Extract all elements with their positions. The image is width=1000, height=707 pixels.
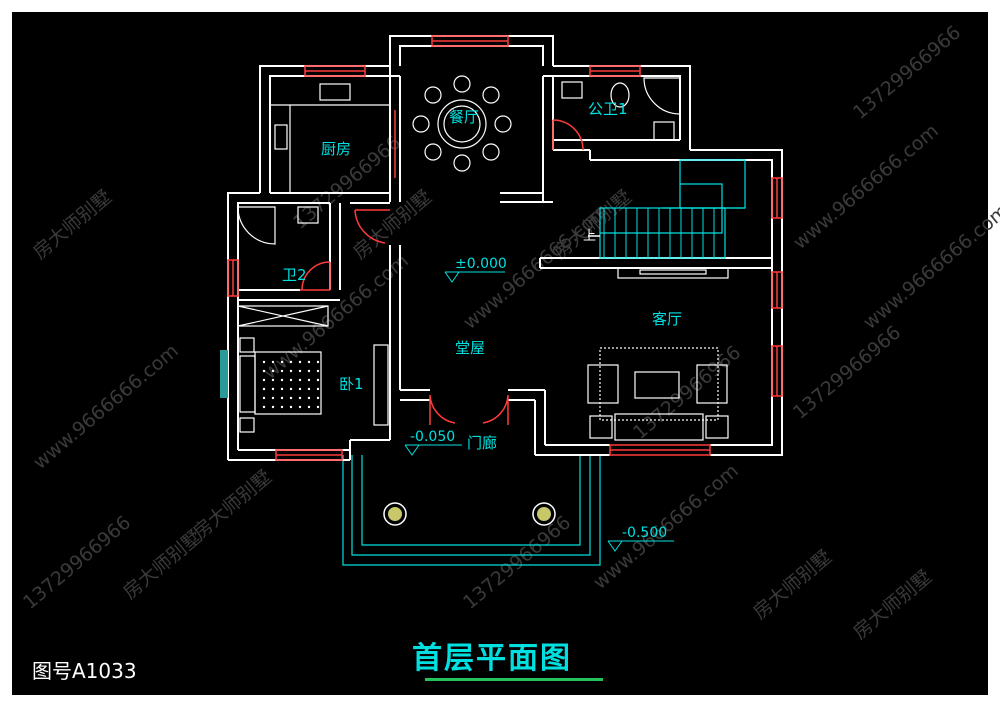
room-label-public-wc: 公卫1	[588, 100, 628, 118]
bed-dot	[271, 378, 275, 382]
bed-dot	[316, 405, 320, 409]
bed-dot	[307, 369, 311, 373]
room-label-hall: 堂屋	[455, 339, 485, 357]
watermark-text: 房大师别墅	[749, 546, 836, 624]
bedroom-window	[220, 350, 228, 398]
bedroom-furniture	[237, 305, 389, 433]
tv-cabinet	[617, 267, 729, 279]
watermark-text: www.9666666.com	[789, 120, 943, 254]
bed-dot	[316, 387, 320, 391]
bed-dot	[289, 360, 293, 364]
bed-dot	[298, 396, 302, 400]
room-label-kitchen: 厨房	[321, 140, 351, 158]
bed-dot	[298, 369, 302, 373]
elevation-mark-exterior: -0.500	[607, 525, 674, 552]
watermark-text: www.9666666.com	[859, 200, 1000, 334]
bed-dot	[271, 405, 275, 409]
bed-dot	[280, 396, 284, 400]
porch-column	[532, 502, 556, 526]
drawing-frame	[12, 12, 988, 695]
bed-dot	[316, 369, 320, 373]
bed-dot	[280, 360, 284, 364]
bed-pattern	[262, 360, 320, 409]
bed-dot	[289, 369, 293, 373]
bed-dot	[262, 405, 266, 409]
bed-dot	[280, 378, 284, 382]
sofa-set	[587, 347, 729, 441]
bed-dot	[307, 396, 311, 400]
bed-dot	[271, 387, 275, 391]
dining-table	[412, 75, 512, 172]
porch-platform	[342, 455, 601, 566]
porch-column	[383, 502, 407, 526]
bed-dot	[307, 387, 311, 391]
bed-dot	[289, 378, 293, 382]
elevation-mark-porch: -0.050	[404, 429, 462, 456]
bed-dot	[298, 387, 302, 391]
drawing-number: 图号A1033	[32, 659, 137, 683]
room-label-dining: 餐厅	[449, 108, 479, 126]
bed-dot	[307, 378, 311, 382]
watermark-text: www.9666666.com	[29, 340, 183, 474]
bed-dot	[316, 396, 320, 400]
watermark-layer: 房大师别墅 www.9666666.com 13729966966 房大师别墅 …	[19, 21, 1000, 643]
drawing-title: 首层平面图	[412, 641, 572, 676]
svg-text:-0.050: -0.050	[410, 429, 455, 445]
bed-dot	[307, 360, 311, 364]
elevation-mark-floor: ±0.000	[444, 256, 507, 283]
watermark-text: 房大师别墅	[29, 186, 116, 264]
bed-dot	[307, 405, 311, 409]
bed-dot	[298, 378, 302, 382]
bed-dot	[271, 360, 275, 364]
bed-dot	[262, 369, 266, 373]
watermark-text: 房大师别墅	[189, 466, 276, 544]
doors	[300, 110, 584, 425]
bed-dot	[262, 360, 266, 364]
windows	[227, 35, 783, 461]
room-label-living: 客厅	[652, 310, 682, 328]
watermark-text: 房大师别墅	[349, 186, 436, 264]
bed-dot	[298, 360, 302, 364]
bed-dot	[289, 405, 293, 409]
bed-dot	[271, 396, 275, 400]
bed-dot	[316, 360, 320, 364]
watermark-text: 13729966966	[459, 511, 575, 613]
room-label-porch: 门廊	[467, 434, 497, 452]
bed-dot	[262, 396, 266, 400]
stair-up-label: 上	[583, 229, 596, 244]
svg-text:-0.500: -0.500	[622, 525, 667, 541]
bed-dot	[298, 405, 302, 409]
room-label-wc2: 卫2	[282, 266, 307, 284]
title-underline	[425, 678, 603, 681]
bed-dot	[262, 387, 266, 391]
bed-dot	[289, 387, 293, 391]
bed-dot	[280, 387, 284, 391]
bed-dot	[280, 369, 284, 373]
stair-treads	[603, 208, 715, 258]
bed-dot	[280, 405, 284, 409]
bed-dot	[289, 396, 293, 400]
watermark-text: 房大师别墅	[549, 186, 636, 264]
bed-dot	[262, 378, 266, 382]
wc2-fixtures	[237, 206, 319, 245]
public-wc-fixtures	[561, 77, 681, 141]
watermark-text: 房大师别墅	[849, 566, 936, 644]
svg-text:±0.000: ±0.000	[455, 256, 507, 272]
watermark-text: 13729966966	[19, 511, 135, 613]
bed-dot	[316, 378, 320, 382]
kitchen-counter	[270, 83, 390, 193]
watermark-text: 房大师别墅	[119, 526, 206, 604]
room-label-bedroom: 卧1	[339, 375, 364, 393]
watermark-text: 13729966966	[789, 321, 905, 423]
watermark-text: 13729966966	[849, 21, 965, 123]
bed-dot	[271, 369, 275, 373]
